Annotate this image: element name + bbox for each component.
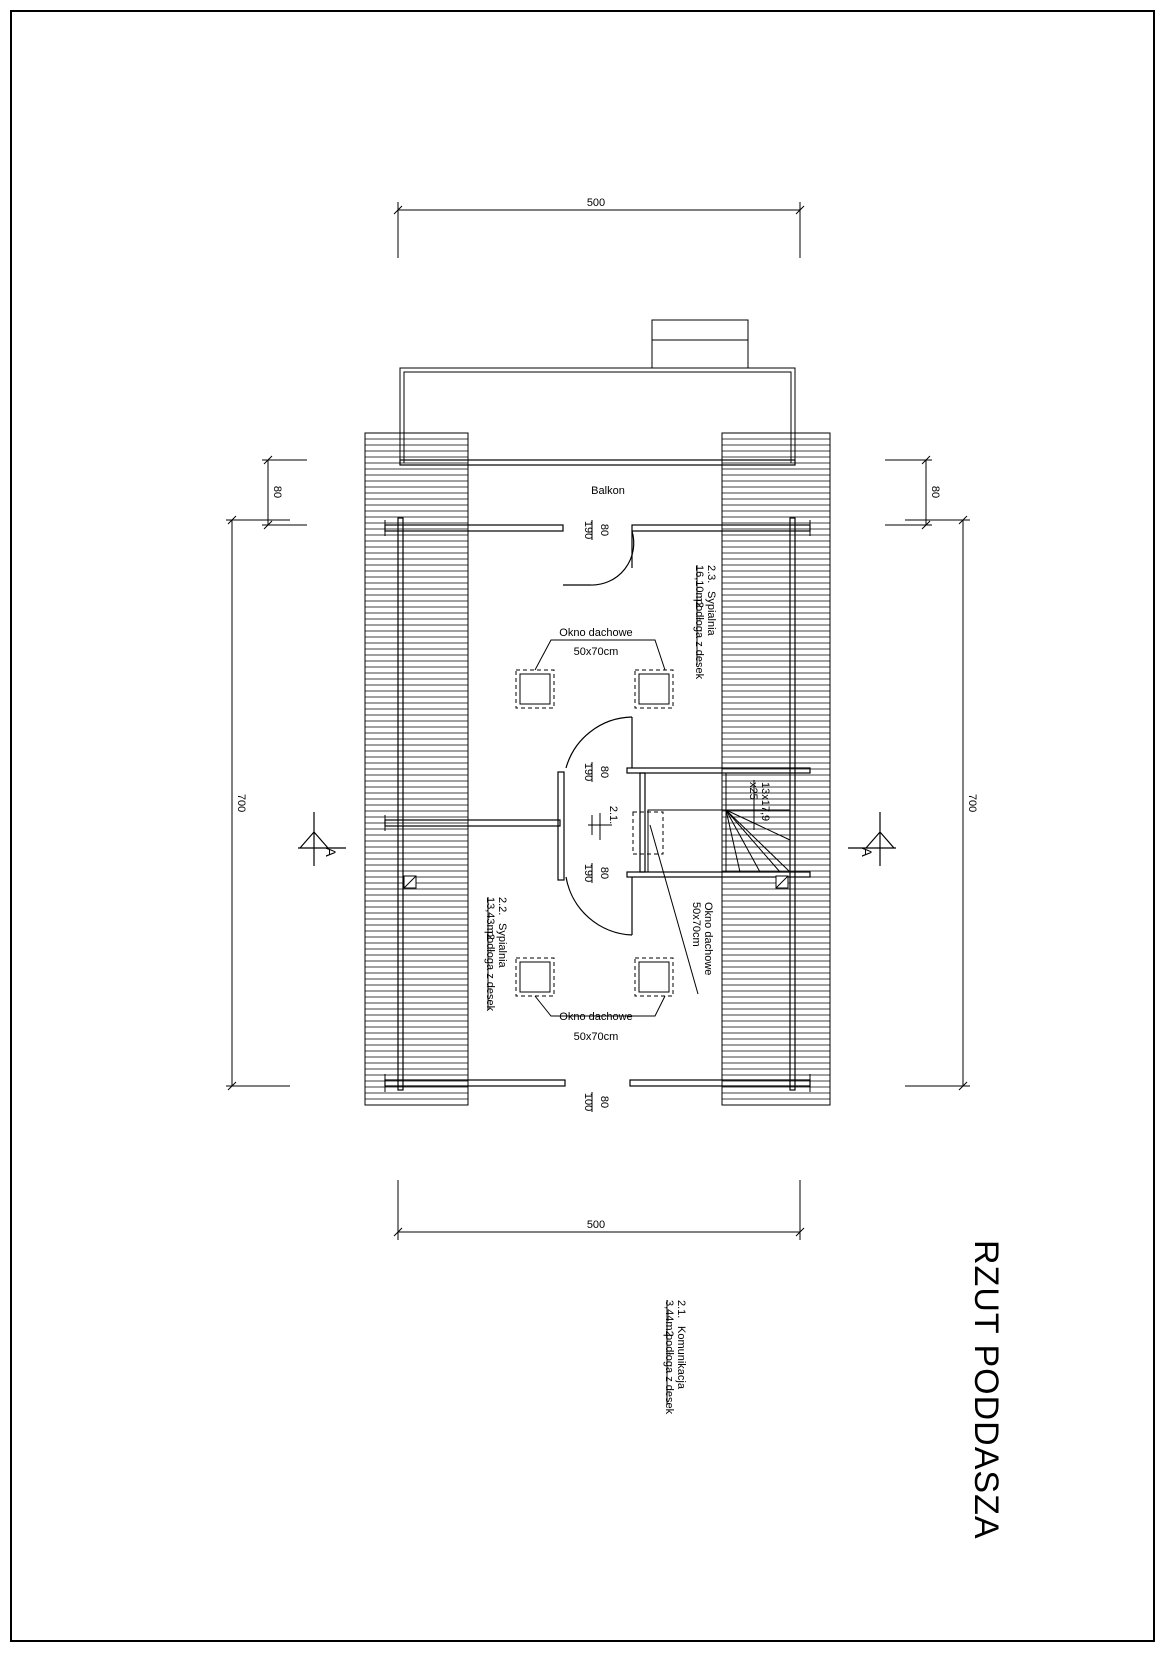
balcony-outline <box>399 367 796 463</box>
stairs-label: 13x17,9 x25 <box>747 782 771 821</box>
balcony-door-width: 80 <box>598 524 610 536</box>
dimension-lines <box>226 202 970 1240</box>
room-2-3-number: 2.3. <box>705 565 717 583</box>
dim-top-width: 500 <box>587 197 605 209</box>
room-label-2-3: 2.3. Sypialnia 16,10m2 podłoga z desek <box>693 565 717 680</box>
room-2-1-floor: podłoga z desek <box>663 1334 675 1415</box>
dim-left-balcony: 80 <box>271 486 283 498</box>
upper-door-height: 190 <box>582 763 594 781</box>
balcony-label: Balkon <box>591 485 625 497</box>
room-2-1-number: 2.1. <box>675 1300 687 1318</box>
upper-door-width: 80 <box>598 766 610 778</box>
room-2-3-floor: podłoga z desek <box>693 599 705 680</box>
roof-window-1-size: 50x70cm <box>574 646 619 658</box>
dim-bottom-width: 500 <box>587 1219 605 1231</box>
room-2-1-name: Komunikacja <box>675 1326 687 1390</box>
door-swings <box>563 530 635 936</box>
stairs-tread: x25 <box>747 782 759 800</box>
sheet-border <box>10 10 1155 1642</box>
balcony-door-height: 190 <box>582 521 594 539</box>
stairs-steps: 13x17,9 <box>759 782 771 821</box>
room-2-2-number: 2.2. <box>496 897 508 915</box>
dim-left-height: 700 <box>235 794 247 812</box>
room-2-2-area: 13,43m2 <box>484 897 496 940</box>
lower-door-height: 190 <box>582 864 594 882</box>
room-2-2-floor: podłoga z desek <box>484 931 496 1012</box>
roof-hatch-right <box>721 432 831 1106</box>
room-2-2-name: Sypialnia <box>496 923 508 969</box>
roof-window-solid <box>519 673 670 993</box>
room-2-3-area: 16,10m2 <box>693 565 705 608</box>
bottom-window-width: 80 <box>598 1096 610 1108</box>
wall-ticks <box>384 520 811 1092</box>
section-letter-left: A <box>323 847 339 857</box>
roof-window-2-name: Okno dachowe <box>559 1011 632 1023</box>
drawing-title: RZUT PODDASZA <box>967 1240 1005 1540</box>
room-2-1-area: 3,44m2 <box>663 1300 675 1337</box>
roof-window-2-size: 50x70cm <box>574 1031 619 1043</box>
roof-window-1-name: Okno dachowe <box>559 627 632 639</box>
dim-right-height: 700 <box>966 794 978 812</box>
roof-hatch-left <box>364 432 469 1106</box>
stairs <box>647 773 791 873</box>
room-label-2-1: 2.1. Komunikacja 3,44m2 podłoga z desek <box>663 1300 687 1415</box>
chimney <box>651 319 749 368</box>
roof-window-markers <box>515 669 674 997</box>
room-2-3-name: Sypialnia <box>705 591 717 637</box>
roof-window-3-label: Okno dachowe 50x70cm <box>690 902 714 975</box>
room-marker-2-1: 2.1. <box>607 806 619 824</box>
section-letter-right: A <box>859 847 875 857</box>
roof-window-3-name: Okno dachowe <box>702 902 714 975</box>
door-dim-separators <box>487 520 755 1405</box>
bottom-window-height: 100 <box>582 1093 594 1111</box>
leader-lines <box>534 639 699 1017</box>
lower-door-width: 80 <box>598 867 610 879</box>
section-marker-left <box>298 812 346 866</box>
dim-right-balcony: 80 <box>929 486 941 498</box>
posts <box>403 875 789 889</box>
roof-window-3-size: 50x70cm <box>690 902 702 947</box>
room-label-2-2: 2.2. Sypialnia 13,43m2 podłoga z desek <box>484 897 508 1012</box>
section-marker-right <box>848 812 896 866</box>
